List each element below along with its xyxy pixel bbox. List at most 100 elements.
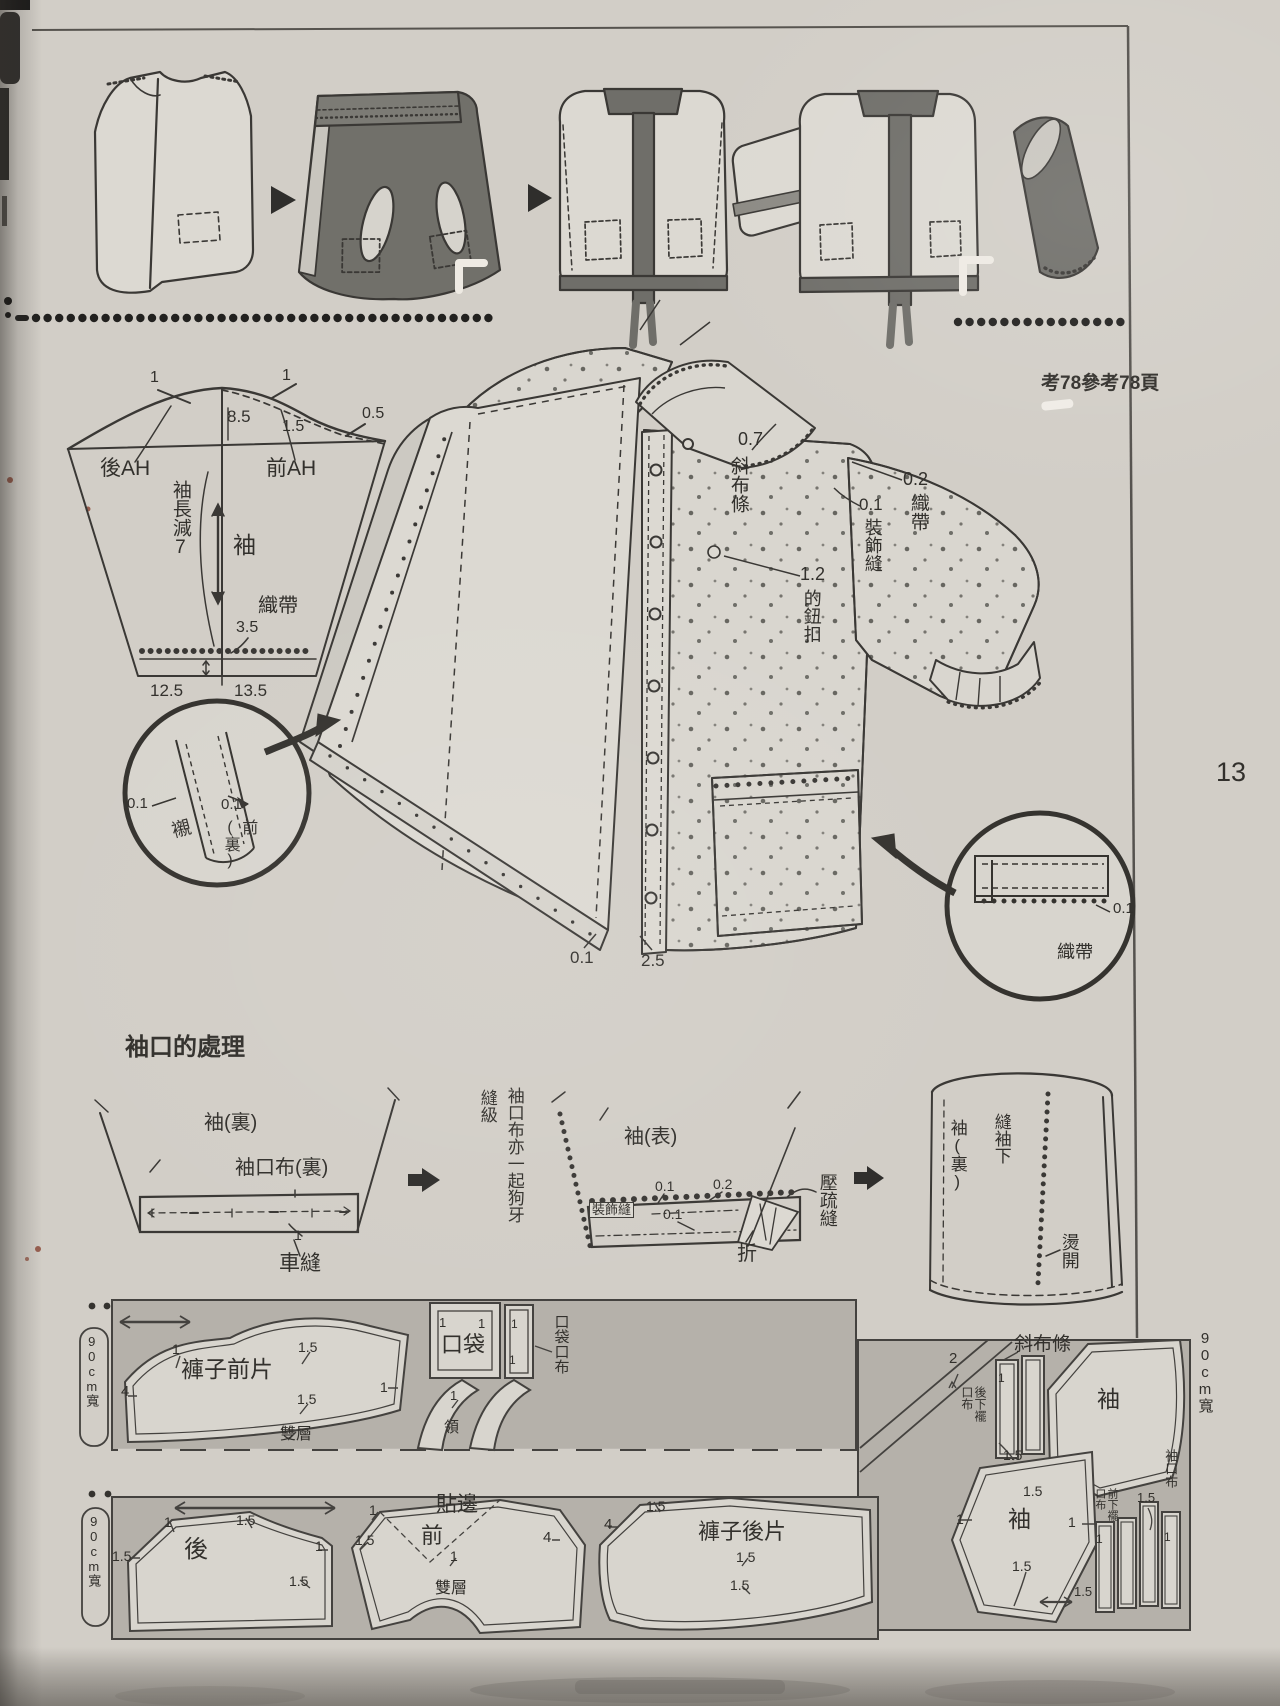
sleeve-pattern-front-ah-label: 前AH (266, 457, 317, 480)
cuff-arrow-icon (408, 1168, 440, 1192)
layout-c-back-pants-label: 褲子後片 (698, 1519, 787, 1544)
layout-a-n5-label: 1.5 (297, 1391, 317, 1407)
cuff-d1-stitch-label: 車縫 (279, 1252, 321, 1275)
sleeve-pattern-tape-label: 織帶 (258, 595, 298, 617)
scan-bottom-blur (0, 1648, 1280, 1706)
construction-steps-strip (93, 70, 1100, 349)
layout-b-s2-label: 1 (1096, 1532, 1103, 1546)
layout-b-sleeve-l-label: 袖 (1008, 1506, 1031, 1532)
layout-c-n1-label: 1.5 (112, 1548, 132, 1564)
layout-panel-b (857, 1338, 1191, 1631)
cuff-diagram-1 (94, 1087, 400, 1257)
layout-a-n3-label: 4 (121, 1383, 130, 1400)
layout-b-cuff-band-label: 袖口布 (1163, 1449, 1179, 1488)
step-arrow-icon (271, 186, 296, 214)
layout-c-b3-label: 1.5 (736, 1549, 756, 1565)
layout-b-s1-label: 1 (998, 1371, 1005, 1385)
cuff-d2-deco-label: 裝飾縫 (588, 1202, 635, 1218)
cuff-d1-band-label: 袖口布(裏) (235, 1157, 329, 1179)
sleeve-pattern-front-drop-label: 1.5 (282, 418, 305, 435)
sleeve-pattern-back-ah-label: 後AH (100, 457, 151, 480)
layout-c-dbl-label: 雙層 (435, 1580, 468, 1597)
layout-b-bias-label: 斜布條 (1014, 1334, 1072, 1355)
layout-a-band-label: 口袋口布 (552, 1314, 570, 1374)
cuff-d3-press-label: 燙開 (1059, 1233, 1080, 1269)
layout-c-b2-label: 4 (604, 1516, 613, 1533)
page-number-label: 13 (1216, 757, 1247, 787)
layout-b-n2-label: 2 (949, 1350, 958, 1367)
layout-c-front-label: 前 (421, 1523, 444, 1548)
layout-a-width-label-label: 90cm寬 (84, 1334, 100, 1407)
layout-b-front-band-label: 前下襬口布 (1093, 1488, 1118, 1521)
layout-c-n5-label: 1.5 (289, 1573, 309, 1589)
layout-b-n15a-label: 1.5 (1003, 1447, 1023, 1463)
sleeve-pattern-length-note-label: 袖長減7 (169, 480, 191, 558)
layout-a-collar-label: 領 (444, 1419, 460, 1436)
cuff-d2-fold-label: 折 (737, 1243, 757, 1265)
layout-a-p1-label: 1 (439, 1315, 447, 1330)
sleeve-pattern-hem-gap-label: 3.5 (236, 619, 259, 636)
layout-c-n3-label: 1.5 (236, 1512, 256, 1528)
inset-left-num-b-label: 0.1 (221, 796, 242, 813)
sleeve-pattern-cap-right-num-label: 1 (282, 367, 291, 384)
cuff-d3-under-label: 縫袖下 (991, 1113, 1011, 1164)
layout-a-piece-label: 褲子前片 (181, 1356, 273, 1382)
cuff-d2-sleeve-label: 袖(表) (624, 1126, 678, 1148)
layout-a-p3-label: 1 (511, 1317, 518, 1331)
layout-a-n4-label: 1 (380, 1379, 388, 1395)
layout-c-f3-label: 1 (450, 1548, 458, 1564)
layout-b-width-label-label: 90cm寬 (1196, 1330, 1214, 1413)
layout-b-n15e-label: 1.5 (1137, 1490, 1156, 1505)
layout-c-width-label-label: 90cm寬 (86, 1514, 102, 1587)
inset-right-num-label: 0.1 (1113, 900, 1134, 917)
cuff-d2-note-label: 袖口布亦一起狗牙 (504, 1087, 524, 1223)
layout-b-s3-label: 1 (1164, 1530, 1171, 1544)
layout-c-b4-label: 1.5 (730, 1577, 750, 1593)
layout-c-b1-label: 1.5 (646, 1498, 666, 1514)
cuff-heading-label: 袖口的處理 (125, 1034, 245, 1061)
dotted-separator (15, 313, 1127, 411)
layout-panel-a (79, 1299, 857, 1452)
cuff-d1-sleeve-label: 袖(裏) (204, 1112, 258, 1134)
layout-c-f4-label: 4 (543, 1529, 552, 1546)
sleeve-pattern-drawing (66, 383, 387, 686)
jacket-drawing (299, 299, 1044, 955)
inset-left-front-label: 前(裏) (221, 819, 257, 869)
layout-b-n1r-label: 1 (1068, 1514, 1076, 1530)
step2-lining (297, 90, 502, 301)
step-arrow-icon (528, 184, 552, 212)
sleeve-pattern-edge-num-label: 0.5 (362, 405, 385, 422)
cuff-d2-n01a-label: 0.1 (655, 1178, 675, 1194)
layout-a-c1-label: 1 (450, 1388, 458, 1403)
jacket-deco-label: 裝飾縫 (862, 518, 883, 572)
sleeve-pattern-cap-left-num-label: 1 (150, 369, 159, 386)
layout-b-back-band-label: 後下襬口布 (959, 1386, 987, 1422)
layout-c-n4-label: 1 (315, 1538, 323, 1554)
step1-open-vest (93, 70, 255, 294)
layout-c-facing-label: 貼邊 (436, 1493, 478, 1516)
jacket-bias-num-label: 0.7 (738, 429, 764, 449)
scan-edge-marks (0, 0, 1139, 1339)
jacket-hem-b-label: 2.5 (641, 951, 665, 970)
cuff-d2-sew-label: 縫級 (477, 1089, 497, 1123)
step3-vest (558, 87, 729, 349)
layout-b-n15c-label: 1.5 (1012, 1558, 1032, 1574)
layout-b-n15d-label: 1.5 (1074, 1584, 1093, 1599)
jacket-hem-a-label: 0.1 (570, 948, 594, 967)
layout-a-pocket-label: 口袋 (441, 1332, 486, 1357)
cuff-d1-num-label: 1 (294, 1227, 302, 1243)
cuff-d2-n01b-label: 0.1 (663, 1206, 683, 1222)
cuff-d3-sleeve-label: 袖(裏) (947, 1119, 967, 1191)
jacket-button-label: 的鈕扣 (801, 589, 822, 643)
sleeve-pattern-hem-right-label: 13.5 (234, 681, 268, 700)
layout-c-n2-label: 1 (164, 1514, 172, 1530)
jacket-bias-label: 斜布條 (727, 456, 749, 513)
layout-a-n2-label: 1.5 (298, 1339, 318, 1355)
jacket-deco-num-label: 0.1 (859, 495, 883, 514)
cuff-d2-n02-label: 0.2 (713, 1176, 733, 1192)
inset-left-lining-label: 襯 (169, 817, 194, 843)
inset-left-num-a-label: 0.1 (127, 795, 148, 812)
jacket-tape-label: 織帶 (907, 493, 929, 531)
